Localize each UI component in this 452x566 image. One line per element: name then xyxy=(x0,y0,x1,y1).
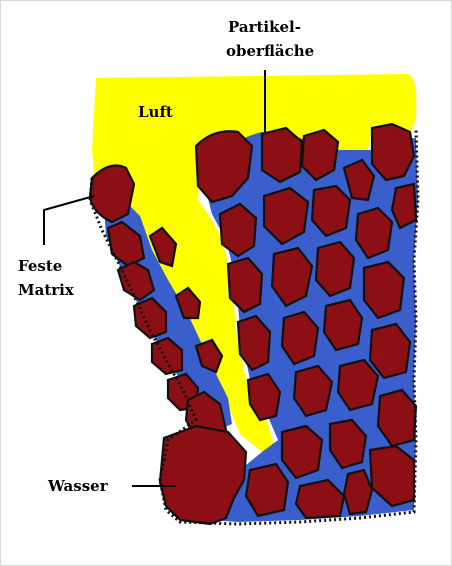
particle xyxy=(324,300,362,350)
particle xyxy=(262,128,302,182)
label-surface-1: Partikel- xyxy=(228,18,301,36)
label-water: Wasser xyxy=(47,477,109,495)
particle xyxy=(344,470,372,514)
particle xyxy=(338,360,378,410)
label-air: Luft xyxy=(138,103,173,121)
label-matrix-2: Matrix xyxy=(18,281,75,299)
particle xyxy=(246,464,288,516)
particle xyxy=(316,242,354,296)
particle xyxy=(90,166,134,222)
label-surface-2: oberfläche xyxy=(226,42,314,60)
label-matrix-1: Feste xyxy=(18,257,62,275)
matrix-leader xyxy=(44,196,94,245)
